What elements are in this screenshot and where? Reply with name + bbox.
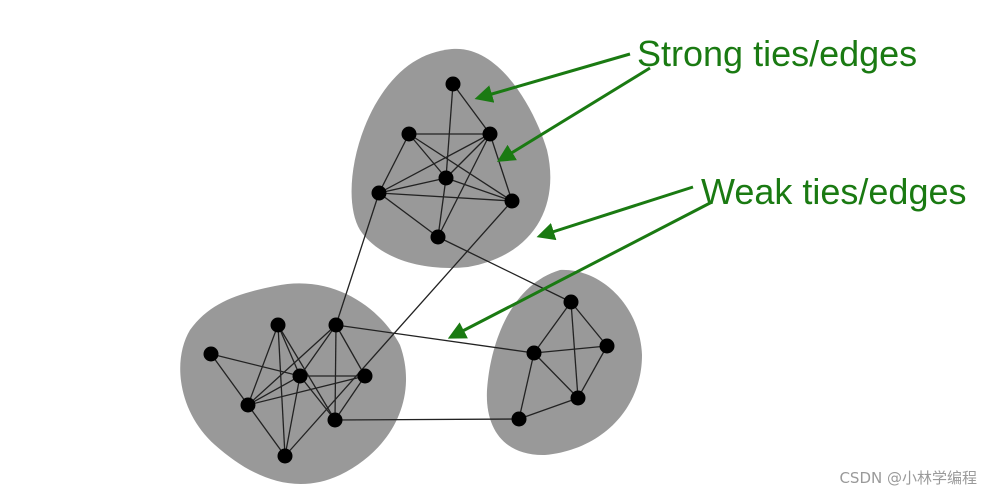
- strong-edge-T3-T5: [378, 177, 447, 194]
- strong-edge-L5-L7: [247, 375, 366, 406]
- node-top-T6: [504, 193, 520, 209]
- strong-edge-T4-T7: [437, 133, 491, 238]
- strong-edge-L5-L8: [247, 404, 286, 457]
- strong-edge-T5-T7: [378, 192, 439, 238]
- strong-edge-T5-T6: [378, 192, 513, 202]
- strong-edge-R1-R3: [570, 301, 608, 347]
- strong-edge-L4-L8: [284, 375, 301, 457]
- strong-edge-T2-T6: [408, 133, 513, 202]
- weak-edge-T5-L3: [335, 192, 380, 326]
- weak-edge-L3-R2: [335, 324, 535, 354]
- strong-edge-T4-T6: [489, 133, 513, 202]
- node-left-L3: [328, 317, 344, 333]
- strong-edge-T1-T4: [452, 83, 491, 135]
- node-left-L1: [203, 346, 219, 362]
- node-left-L6: [327, 412, 343, 428]
- node-right-R1: [563, 294, 579, 310]
- strong-edge-L6-L7: [334, 375, 366, 421]
- strong-edge-R2-R5: [518, 352, 535, 420]
- node-top-T1: [445, 76, 461, 92]
- node-top-T7: [430, 229, 446, 245]
- strong-edge-T3-T6: [445, 177, 513, 202]
- node-top-T4: [482, 126, 498, 142]
- strong-edge-L3-L7: [335, 324, 366, 377]
- node-right-R5: [511, 411, 527, 427]
- node-left-L2: [270, 317, 286, 333]
- cluster-right: [486, 269, 642, 456]
- strong-edge-T2-T3: [408, 133, 447, 179]
- strong-edge-T3-T7: [437, 177, 447, 238]
- arrow-weak-1: [536, 185, 694, 241]
- strong-edge-R3-R4: [577, 345, 608, 399]
- strong-edge-R1-R4: [570, 301, 579, 399]
- strong-edge-R4-R5: [518, 397, 579, 420]
- strong-edge-L2-L5: [247, 324, 279, 406]
- cluster-layer: [180, 48, 642, 485]
- node-top-T5: [371, 185, 387, 201]
- strong-edge-T2-T5: [378, 133, 410, 194]
- strong-edge-L4-L5: [247, 375, 301, 406]
- arrow-strong-2: [496, 66, 651, 162]
- strong-edge-L4-L6: [299, 375, 336, 421]
- strong-edge-L1-L4: [210, 353, 301, 377]
- strong-edge-L2-L8: [277, 324, 286, 457]
- arrow-strong-1: [474, 52, 631, 103]
- strong-edge-T1-T3: [445, 83, 454, 179]
- node-left-L5: [240, 397, 256, 413]
- node-top-T3: [438, 170, 454, 186]
- weak-ties-label: Weak ties/edges: [701, 171, 967, 212]
- strong-edge-R2-R4: [533, 352, 579, 399]
- node-left-L4: [292, 368, 308, 384]
- strong-edge-R2-R3: [533, 345, 608, 354]
- node-right-R3: [599, 338, 615, 354]
- strong-edge-L3-L6: [334, 324, 337, 421]
- strong-edge-L1-L5: [210, 353, 249, 406]
- watermark: CSDN @小林学编程: [839, 469, 977, 487]
- node-top-T2: [401, 126, 417, 142]
- weak-edge-T6-L8: [284, 200, 513, 457]
- node-right-R2: [526, 345, 542, 361]
- strong-edge-R1-R2: [533, 301, 572, 354]
- strong-edge-L3-L4: [299, 324, 337, 377]
- node-left-L8: [277, 448, 293, 464]
- node-left-L7: [357, 368, 373, 384]
- weak-edge-L6-R5: [334, 418, 520, 421]
- node-layer: [203, 76, 615, 464]
- arrow-weak-2: [447, 200, 713, 339]
- node-right-R4: [570, 390, 586, 406]
- annotation-arrows: [447, 52, 713, 339]
- cluster-left: [180, 283, 407, 485]
- strong-edge-L3-L5: [247, 324, 337, 406]
- strong-edge-T4-T5: [378, 133, 491, 194]
- strong-edge-L2-L4: [277, 324, 301, 377]
- weak-edge-T7-R1: [437, 236, 572, 303]
- strong-ties-label: Strong ties/edges: [637, 33, 918, 74]
- strong-edge-T3-T4: [445, 133, 491, 179]
